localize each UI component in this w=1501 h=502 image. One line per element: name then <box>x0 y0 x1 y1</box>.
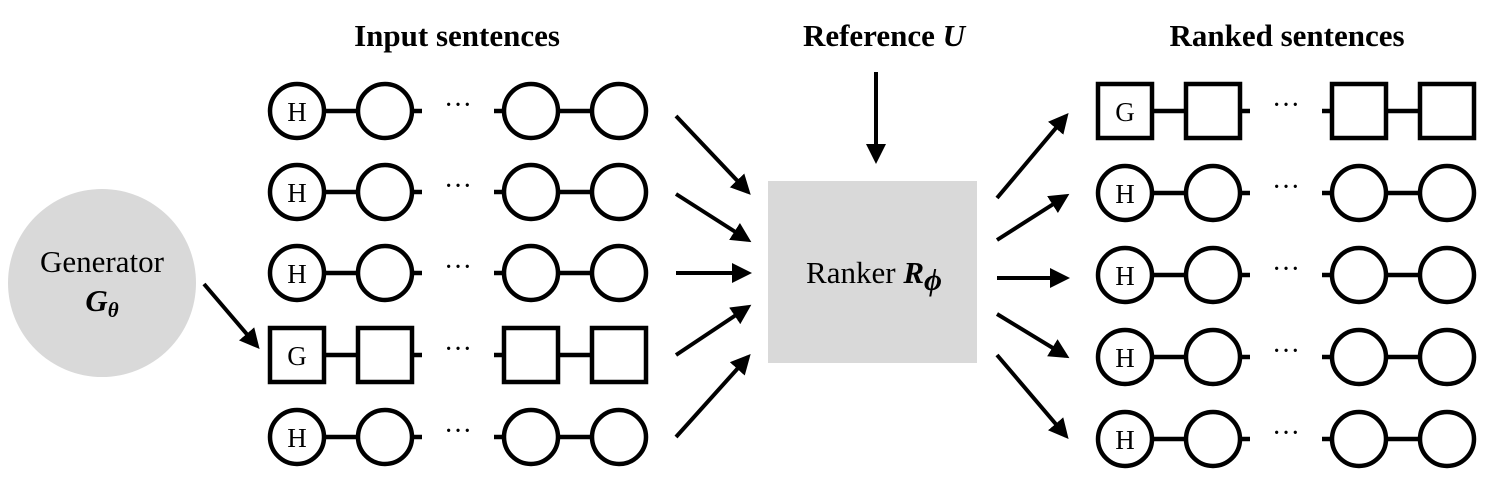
human-token <box>1329 163 1389 223</box>
generator-symbol-subscript: θ <box>108 298 119 322</box>
ellipsis: ··· <box>1272 336 1300 367</box>
human-token <box>1417 245 1477 305</box>
human-token <box>355 243 415 303</box>
reference-title-prefix: Reference <box>803 18 943 53</box>
ellipsis: ··· <box>444 171 472 202</box>
ranked-sentence-row: ··· H <box>1095 409 1477 469</box>
ranked-sentence-row: ··· H <box>1095 245 1477 305</box>
ranker-to-output-arrows <box>995 112 1070 440</box>
ellipsis: ··· <box>444 334 472 365</box>
ranked-sentences-title: Ranked sentences <box>1169 18 1404 53</box>
human-token <box>1183 245 1243 305</box>
human-token <box>589 407 649 467</box>
output-arrow <box>995 193 1070 242</box>
human-token <box>1329 245 1389 305</box>
human-token <box>1417 409 1477 469</box>
source-label: G <box>1115 97 1135 127</box>
human-token <box>267 407 327 467</box>
source-label: H <box>1115 343 1135 373</box>
ranked-sentence-row: ··· G <box>1095 81 1477 141</box>
human-token <box>501 243 561 303</box>
human-token <box>267 162 327 222</box>
input-arrow <box>674 304 752 357</box>
source-label: H <box>1115 179 1135 209</box>
ellipsis: ··· <box>444 252 472 283</box>
generator-to-input-arrow <box>202 282 260 350</box>
input-sentence-row: ··· G <box>267 325 649 385</box>
ellipsis: ··· <box>444 90 472 121</box>
input-arrow <box>674 354 751 439</box>
generated-token <box>1329 81 1389 141</box>
human-token <box>355 162 415 222</box>
output-arrow <box>995 353 1069 440</box>
input-arrow <box>674 192 752 243</box>
generated-token <box>501 325 561 385</box>
human-token <box>501 407 561 467</box>
human-token <box>1329 327 1389 387</box>
human-token <box>501 81 561 141</box>
source-label: H <box>287 178 307 208</box>
human-token <box>1417 163 1477 223</box>
input-sentence-row: ··· H <box>267 407 649 467</box>
human-token <box>1095 245 1155 305</box>
ranked-sentence-row: ··· H <box>1095 327 1477 387</box>
input-sentences: ··· H ··· H ··· H ··· G ··· H <box>267 81 649 467</box>
ranker-symbol-subscript: ϕ <box>924 262 942 297</box>
source-label: H <box>287 423 307 453</box>
human-token <box>267 81 327 141</box>
generator-symbol: Gθ <box>85 283 118 322</box>
generated-token <box>355 325 415 385</box>
output-arrow <box>995 312 1070 359</box>
ellipsis: ··· <box>1272 90 1300 121</box>
ranker-label-text: Ranker <box>806 255 903 290</box>
generated-token <box>1095 81 1155 141</box>
reference-title: Reference U <box>803 18 967 53</box>
generated-token <box>1183 81 1243 141</box>
human-token <box>501 162 561 222</box>
ranker-label: Ranker Rϕ <box>806 255 942 297</box>
generated-token <box>1417 81 1477 141</box>
human-token <box>267 243 327 303</box>
ranked-sentence-row: ··· H <box>1095 163 1477 223</box>
input-sentences-title: Input sentences <box>354 18 560 53</box>
human-token <box>1417 327 1477 387</box>
human-token <box>355 407 415 467</box>
source-label: H <box>287 97 307 127</box>
human-token <box>1095 409 1155 469</box>
generated-token <box>267 325 327 385</box>
human-token <box>1183 163 1243 223</box>
input-arrow <box>674 114 751 195</box>
ranker-symbol: R <box>902 255 924 290</box>
human-token <box>589 81 649 141</box>
human-token <box>1095 163 1155 223</box>
ellipsis: ··· <box>1272 418 1300 449</box>
source-label: H <box>1115 261 1135 291</box>
human-token <box>1095 327 1155 387</box>
input-sentence-row: ··· H <box>267 81 649 141</box>
ellipsis: ··· <box>1272 172 1300 203</box>
ranked-sentences: ··· G ··· H ··· H ··· H ··· H <box>1095 81 1477 469</box>
output-arrow <box>995 112 1069 200</box>
human-token <box>1183 409 1243 469</box>
input-sentence-row: ··· H <box>267 243 649 303</box>
input-sentence-row: ··· H <box>267 162 649 222</box>
ranker-node: Ranker Rϕ <box>768 181 977 363</box>
generator-node: Generator Gθ <box>8 189 196 377</box>
input-to-ranker-arrows <box>674 114 752 439</box>
human-token <box>1183 327 1243 387</box>
human-token <box>589 243 649 303</box>
reference-symbol: U <box>943 18 967 53</box>
source-label: G <box>287 341 307 371</box>
human-token <box>589 162 649 222</box>
ellipsis: ··· <box>444 416 472 447</box>
generated-token <box>589 325 649 385</box>
human-token <box>1329 409 1389 469</box>
human-token <box>355 81 415 141</box>
generator-symbol-letter: G <box>85 283 108 318</box>
ellipsis: ··· <box>1272 254 1300 285</box>
generator-label: Generator <box>40 244 165 279</box>
source-label: H <box>1115 425 1135 455</box>
source-label: H <box>287 259 307 289</box>
